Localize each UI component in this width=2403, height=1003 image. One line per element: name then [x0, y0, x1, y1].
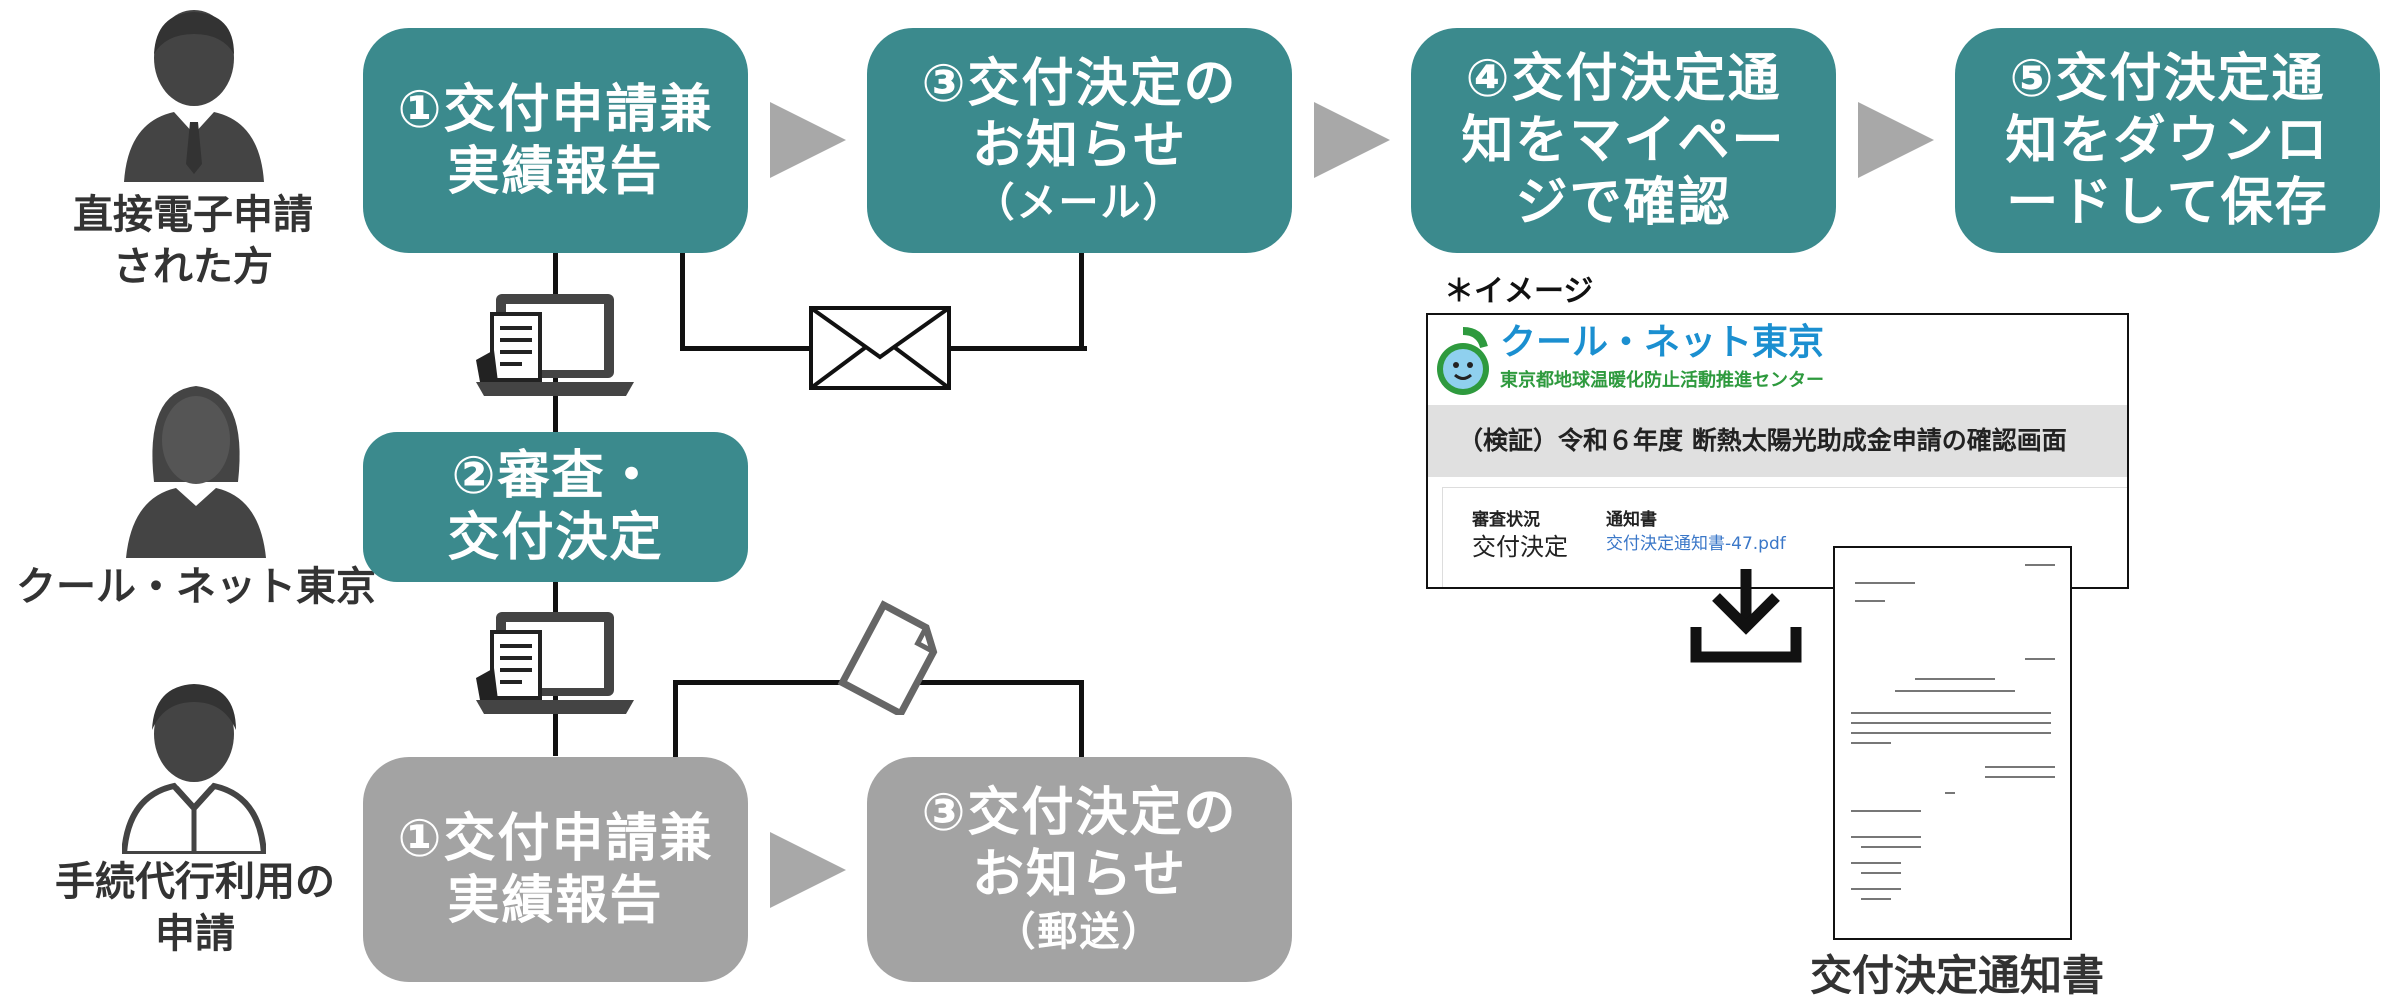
envelope-icon — [809, 306, 951, 390]
coolnet-logo-icon — [1437, 327, 1489, 395]
step1-application-box: ①交付申請兼 実績報告 — [363, 28, 748, 253]
connector-post-left — [673, 680, 678, 760]
arrow-right-icon — [1858, 102, 1934, 178]
notice-pdf-link[interactable]: 交付決定通知書-47.pdf — [1606, 534, 1786, 554]
step3-email-notice-box: ③交付決定の お知らせ （メール） — [867, 28, 1292, 253]
agent-step1-application-box: ①交付申請兼 実績報告 — [363, 757, 748, 982]
notice-document-thumbnail — [1833, 546, 2072, 940]
person-icon-applicant — [124, 10, 264, 182]
coolnet-brand: クール・ネット東京 — [1500, 322, 1825, 363]
laptop-document-icon — [476, 294, 634, 396]
download-icon — [1690, 569, 1802, 663]
connector-post-right — [1079, 680, 1084, 760]
paper-document-icon — [837, 600, 938, 715]
step5-download-box: ⑤交付決定通 知をダウンロ ードして保存 — [1955, 28, 2380, 253]
agent-step3-post-notice-box: ③交付決定の お知らせ （郵送） — [867, 757, 1292, 982]
actor-applicant-label: 直接電子申請 された方 — [73, 192, 313, 290]
status-header: 審査状況 — [1472, 510, 1540, 530]
status-value: 交付決定 — [1472, 533, 1568, 561]
arrow-right-icon — [1314, 102, 1390, 178]
connector-email-right — [1079, 252, 1084, 350]
screen-title: （検証）令和６年度 断熱太陽光助成金申請の確認画面 — [1428, 405, 2127, 477]
arrow-right-icon — [770, 832, 846, 908]
person-icon-agent — [122, 684, 266, 854]
coolnet-brand-sub: 東京都地球温暖化防止活動推進センター — [1500, 370, 1824, 391]
actor-agent-label: 手続代行利用の 申請 — [55, 859, 335, 957]
notice-document-caption: 交付決定通知書 — [1810, 951, 2105, 1000]
step2-review-box: ②審査・ 交付決定 — [363, 432, 748, 582]
arrow-right-icon — [770, 102, 846, 178]
image-note: ＊イメージ — [1444, 274, 1594, 309]
doc-header: 通知書 — [1606, 510, 1657, 530]
step4-mypage-box: ④交付決定通 知をマイペー ジで確認 — [1411, 28, 1836, 253]
person-icon-coolnet — [126, 386, 266, 558]
connector-email-left — [680, 252, 685, 350]
mypage-screenshot: クール・ネット東京 東京都地球温暖化防止活動推進センター （検証）令和６年度 断… — [1426, 313, 2129, 589]
laptop-document-icon — [476, 612, 634, 714]
actor-coolnet-label: クール・ネット東京 — [16, 564, 376, 610]
